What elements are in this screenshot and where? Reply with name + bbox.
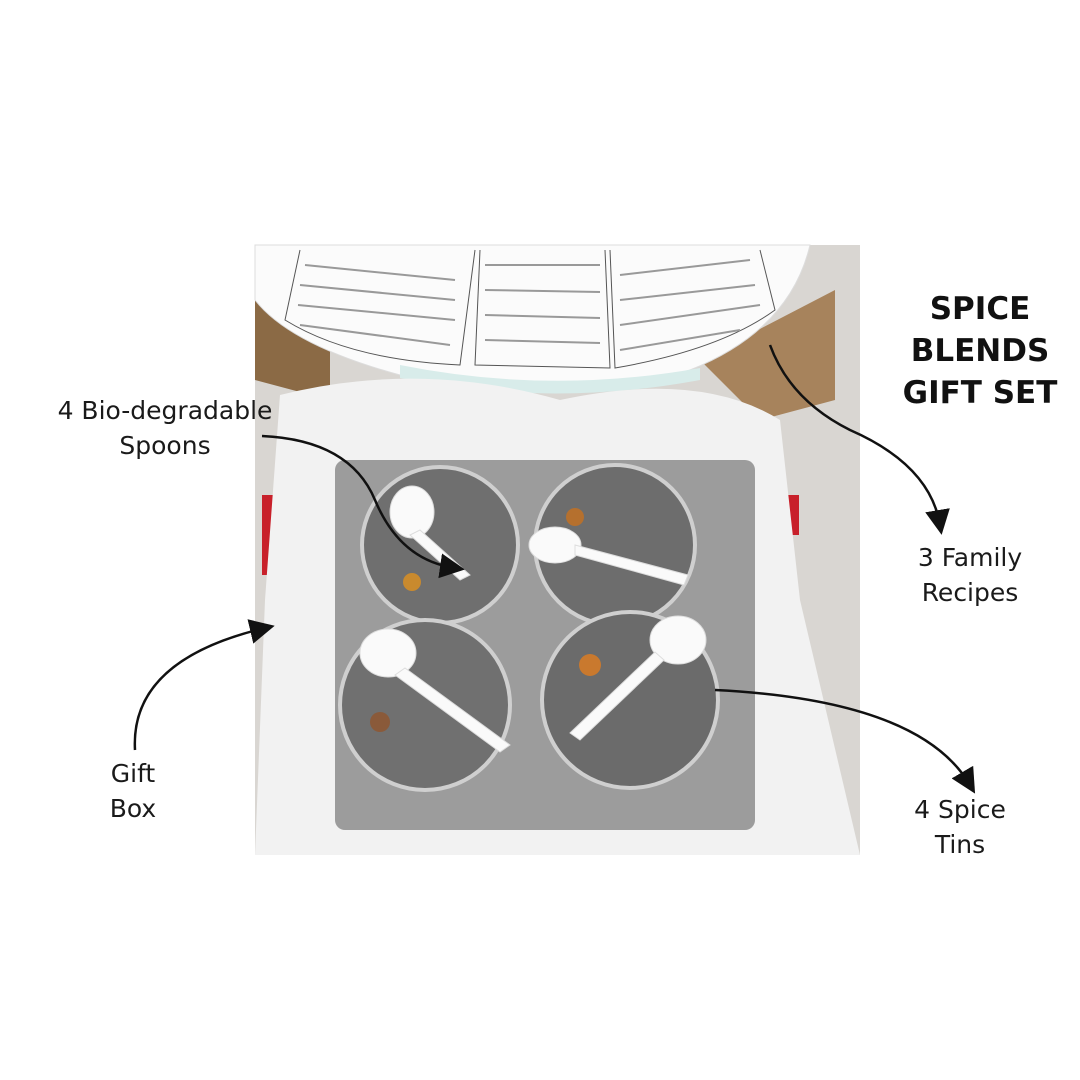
box-callout: Gift Box [83, 756, 183, 826]
callout-line: 3 Family [917, 543, 1023, 572]
callout-line: 4 Spice [914, 795, 1006, 824]
title-line: SPICE [929, 291, 1031, 327]
title-line: BLENDS [910, 333, 1050, 369]
product-title: SPICE BLENDS GIFT SET [890, 288, 1070, 414]
callout-line: 4 Bio-degradable [57, 396, 273, 425]
recipes-callout: 3 Family Recipes [890, 540, 1050, 610]
spoons-callout: 4 Bio-degradable Spoons [25, 393, 305, 463]
callout-line: Gift [110, 759, 156, 788]
callout-line: Recipes [921, 578, 1019, 607]
tins-callout: 4 Spice Tins [890, 792, 1030, 862]
callout-line: Spoons [119, 431, 211, 460]
callout-line: Box [109, 794, 157, 823]
title-line: GIFT SET [902, 375, 1058, 411]
callout-line: Tins [934, 830, 986, 859]
